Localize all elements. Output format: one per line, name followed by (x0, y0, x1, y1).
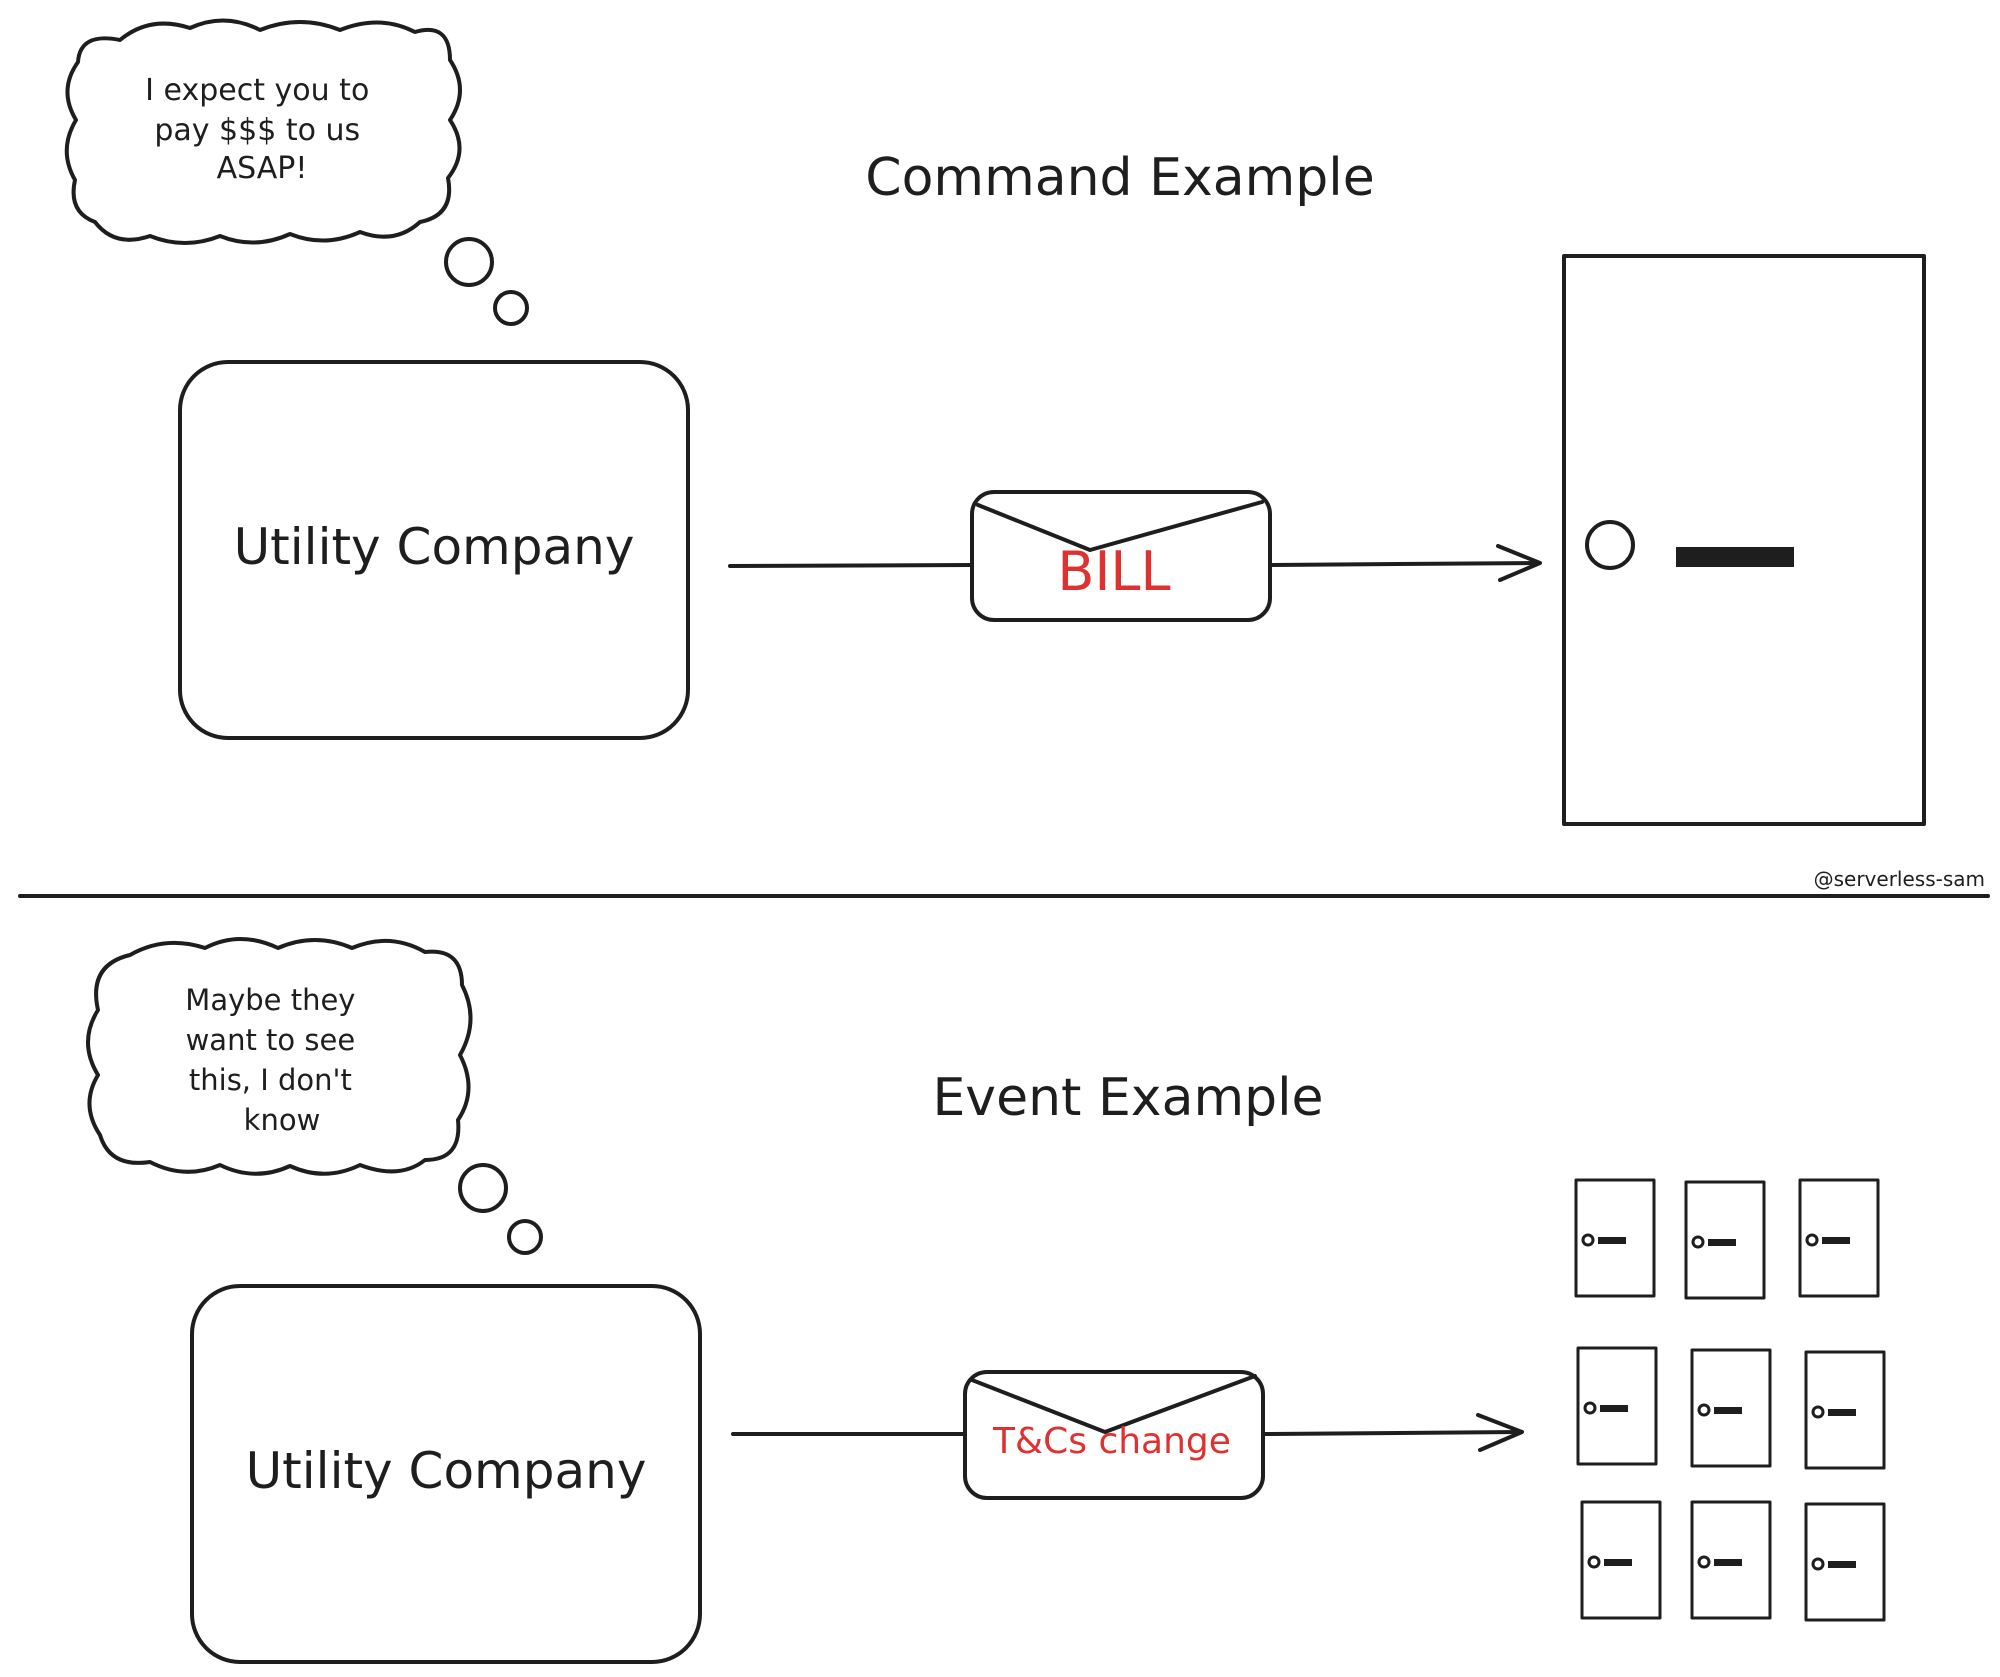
command-arrow-shaft-right (1270, 561, 1540, 567)
door-knob (1581, 1233, 1595, 1247)
event-thought-line-2: want to see (186, 1023, 356, 1057)
event-company-box (190, 1284, 702, 1664)
command-arrow-shaft-left (728, 563, 974, 568)
svg-text:I expect you to pay $$$: I expect you to pay $$$ to us ASAP! (145, 73, 379, 186)
door-slot (1714, 1559, 1742, 1566)
command-thought-line-1: I expect you to (145, 73, 369, 108)
event-door (1580, 1500, 1662, 1620)
door-knob (1697, 1555, 1711, 1569)
event-door (1576, 1346, 1658, 1466)
door-slot (1822, 1237, 1850, 1244)
door-slot (1598, 1237, 1626, 1244)
command-thought-cloud (64, 18, 462, 245)
event-company-label: Utility Company (246, 1442, 647, 1500)
event-title: Event Example (932, 1068, 1323, 1128)
event-thought-line-1: Maybe they (185, 983, 355, 1017)
door-knob (1805, 1233, 1819, 1247)
event-thought-line-3: this, I don't (189, 1063, 352, 1097)
command-door-frame (1562, 254, 1926, 826)
command-message-label: BILL (1057, 540, 1170, 603)
event-thought-bubble-small (507, 1219, 543, 1255)
door-slot (1604, 1559, 1632, 1566)
door-slot (1828, 1561, 1856, 1568)
door-knob (1691, 1235, 1705, 1249)
event-door (1690, 1348, 1772, 1468)
event-thought-cloud (86, 937, 473, 1176)
event-section: Maybe they want to see this, I don't kno… (86, 937, 1886, 1664)
command-section: I expect you to pay $$$ to us ASAP! Comm… (64, 18, 1926, 826)
event-message-label: T&Cs change (992, 1421, 1231, 1462)
door-slot (1600, 1405, 1628, 1412)
event-door-grid (1574, 1178, 1886, 1622)
command-thought-line-3: ASAP! (217, 151, 308, 186)
command-arrow-head (1496, 544, 1542, 582)
event-thought-bubble-large (458, 1163, 508, 1213)
event-envelope-body (963, 1370, 1265, 1500)
door-slot (1708, 1239, 1736, 1246)
watermark: @serverless-sam (1814, 867, 1985, 891)
event-door (1684, 1180, 1766, 1300)
command-door (1562, 254, 1926, 826)
command-envelope-body (970, 490, 1272, 622)
command-title: Command Example (865, 148, 1374, 208)
event-door (1804, 1350, 1886, 1470)
event-door (1574, 1178, 1656, 1298)
event-door (1804, 1502, 1886, 1622)
command-door-slot (1676, 547, 1794, 567)
command-thought-line-2: pay $$$ to us (154, 113, 360, 148)
door-slot (1828, 1409, 1856, 1416)
event-envelope-flap (970, 1374, 1257, 1434)
event-thought-line-4: know (244, 1103, 321, 1137)
event-arrow-head (1476, 1413, 1524, 1452)
door-knob (1811, 1557, 1825, 1571)
event-door (1690, 1500, 1772, 1620)
command-envelope-flap (976, 500, 1264, 552)
command-thought-bubble-large (444, 237, 494, 287)
door-slot (1714, 1407, 1742, 1414)
event-door (1798, 1178, 1880, 1298)
command-envelope: BILL (970, 490, 1272, 622)
command-door-knob (1585, 520, 1635, 570)
command-company-box (178, 360, 690, 740)
svg-text:Maybe they want to see: Maybe they want to see this, I don't kno… (185, 983, 364, 1137)
event-arrow-shaft-right (1263, 1430, 1522, 1436)
command-company-label: Utility Company (234, 518, 635, 576)
door-knob (1811, 1405, 1825, 1419)
command-thought-bubble-small (493, 290, 529, 326)
door-knob (1583, 1401, 1597, 1415)
door-knob (1587, 1555, 1601, 1569)
door-knob (1697, 1403, 1711, 1417)
event-envelope: T&Cs change (963, 1370, 1265, 1500)
